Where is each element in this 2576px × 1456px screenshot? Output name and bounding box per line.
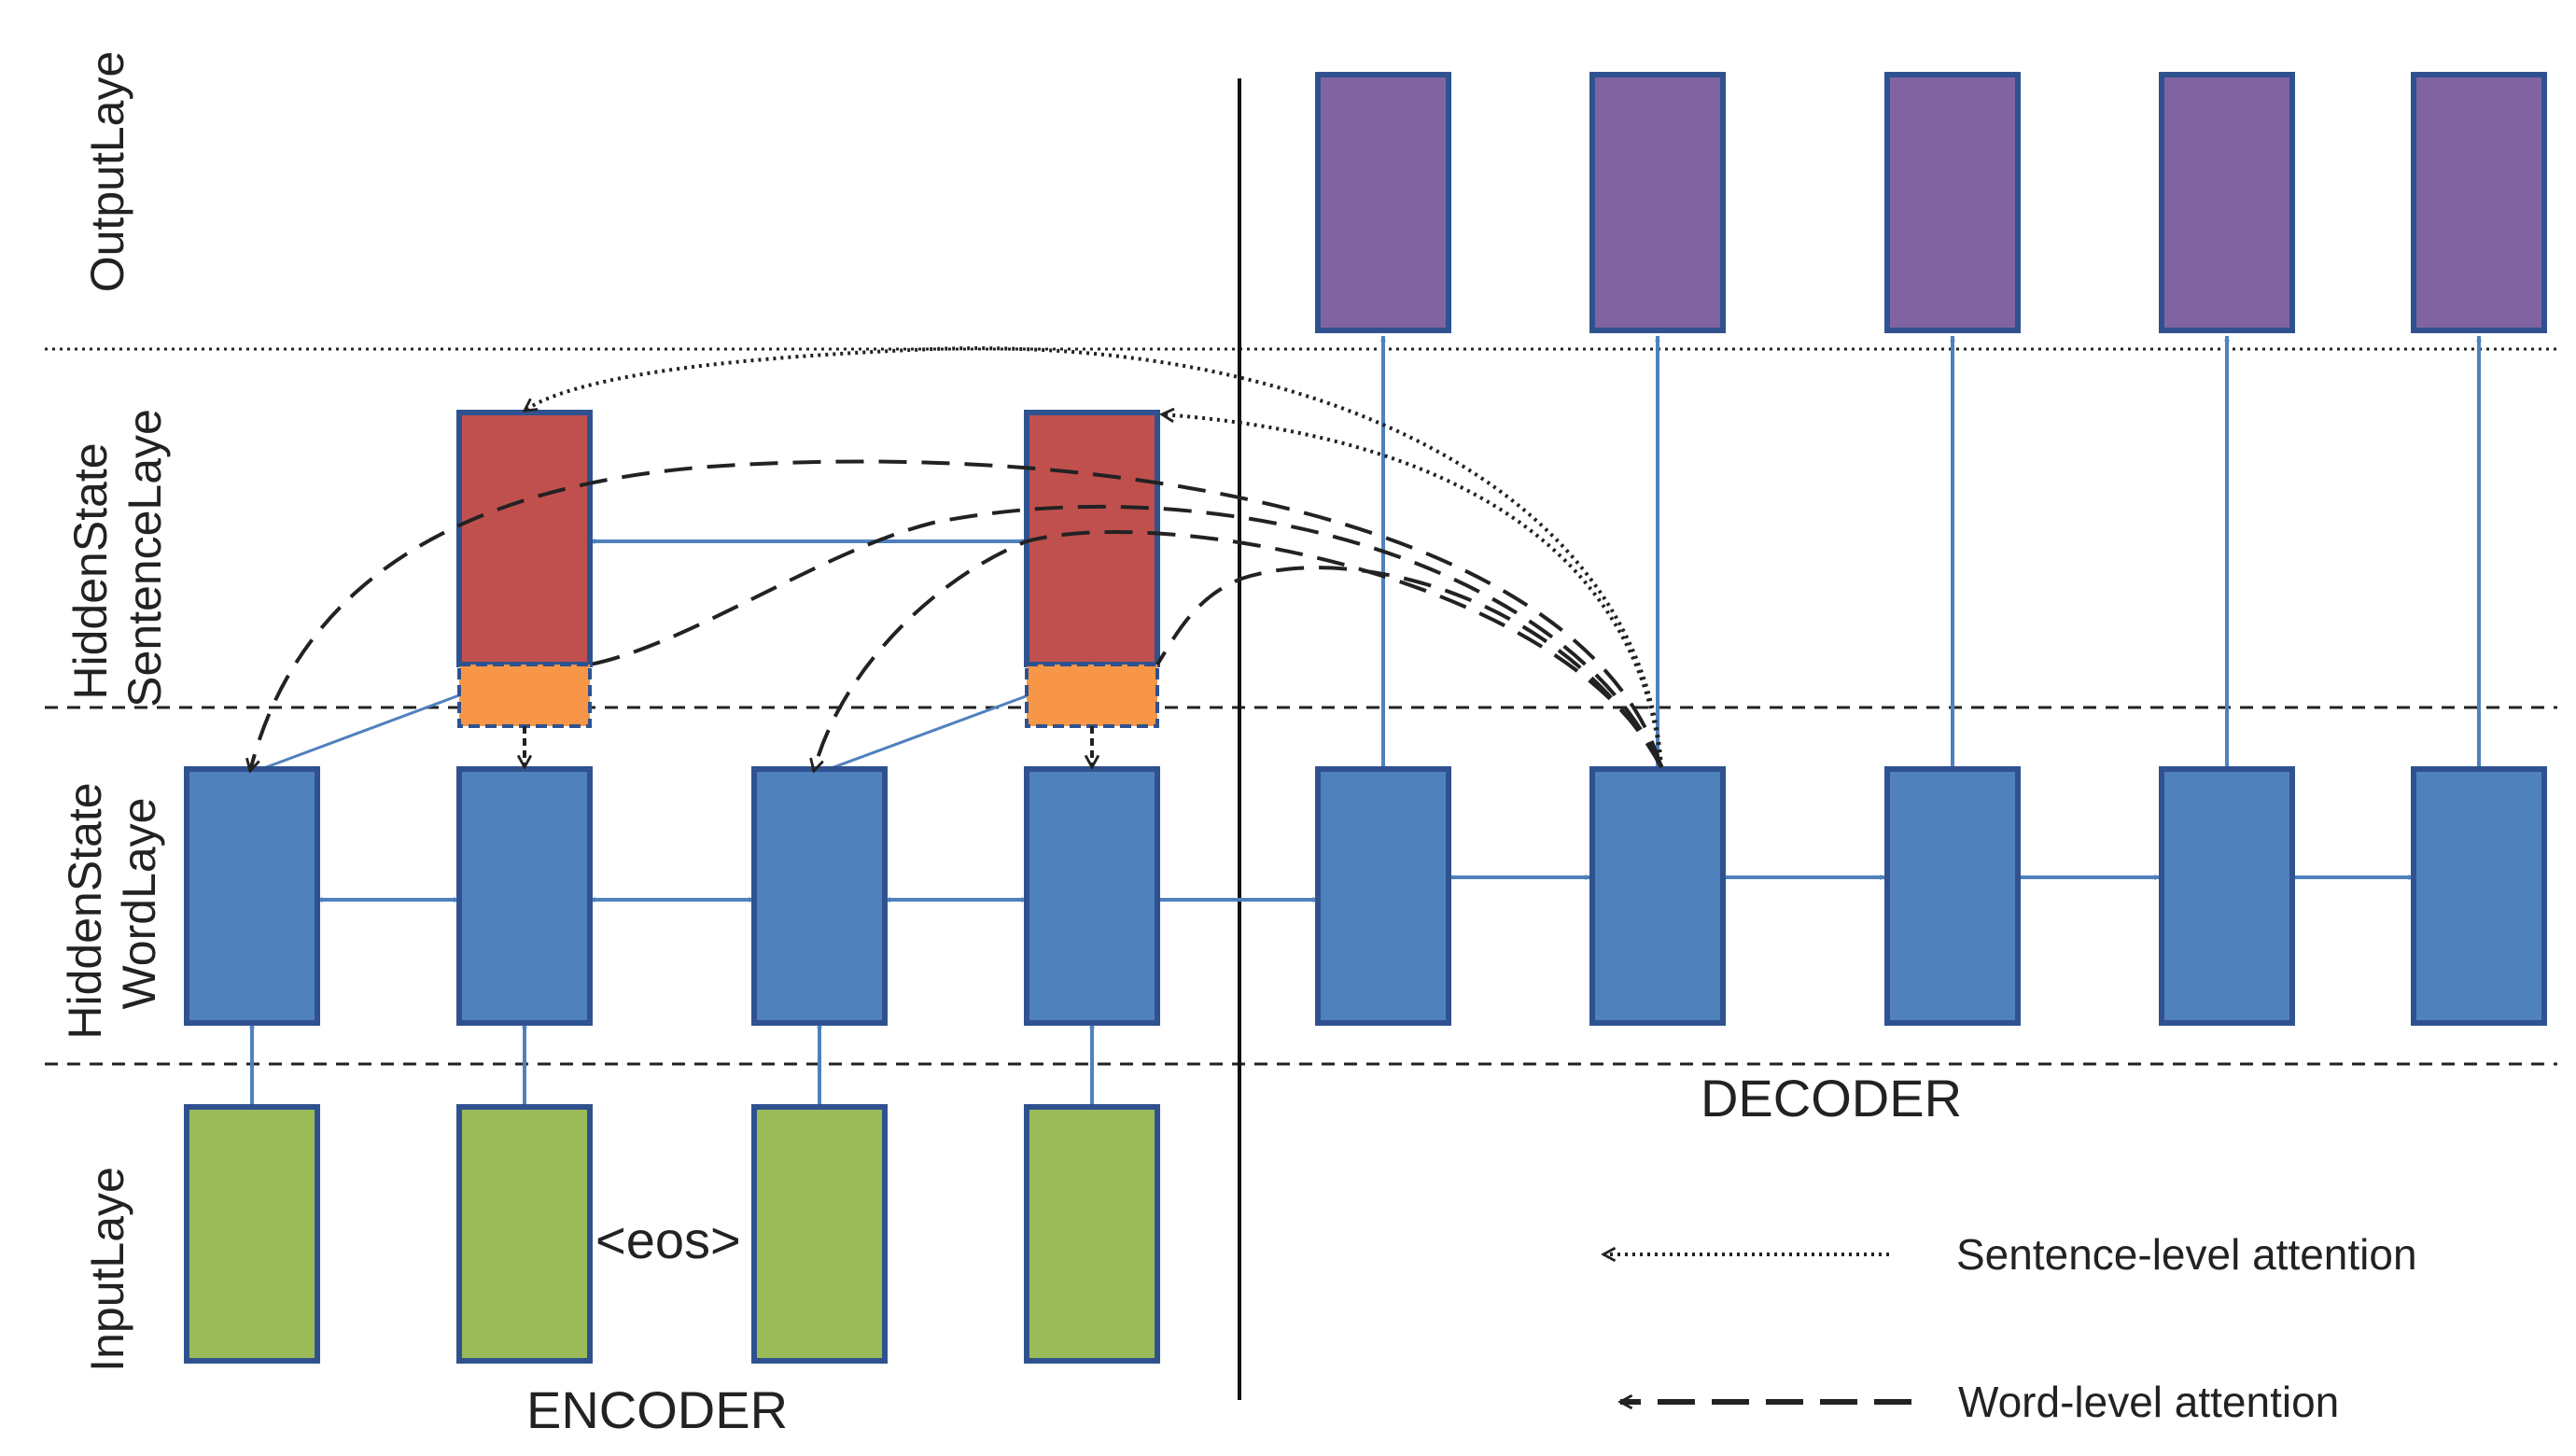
sentence-block-1 [456,410,593,667]
word-attention-curve-3 [814,530,1663,771]
decoder-word-block-3 [1884,766,2021,1026]
decoder-word-block-1 [1315,766,1451,1026]
row-label-sentence-2: SentenceLaye [119,409,171,707]
input-block-2 [456,1104,593,1364]
row-label-output: OutputLaye [81,51,133,293]
output-block-1 [1315,72,1451,333]
legend-word-label: Word-level attention [1958,1378,2339,1426]
encoder-word-block-3 [751,766,888,1026]
encoder-word-block-2 [456,766,593,1026]
sentence-block-2-bottom [1025,663,1159,728]
encoder-label: ENCODER [526,1380,788,1439]
input-block-3 [751,1104,888,1364]
word-attention-curve-1 [250,459,1663,771]
legend: Sentence-level attention Word-level atte… [1603,1230,2417,1426]
word-connections [249,335,2482,1107]
encoder-word-block-1 [184,766,320,1026]
output-block-4 [2159,72,2295,333]
sentence-block-2 [1024,410,1160,667]
word-to-sentence-link-1 [260,691,468,771]
encoder-word-block-4 [1024,766,1160,1026]
input-block-1 [184,1104,320,1364]
decoder-word-block-5 [2411,766,2547,1026]
legend-sentence-label: Sentence-level attention [1956,1230,2417,1279]
word-attention-curve-4 [1155,566,1663,768]
output-block-5 [2411,72,2547,333]
sentence-block-1-bottom [457,663,592,728]
word-attention-curve-2 [589,504,1663,768]
input-block-4 [1024,1104,1160,1364]
output-block-3 [1884,72,2021,333]
output-block-2 [1589,72,1726,333]
sentence-attention-curve-1 [525,346,1663,768]
row-label-sentence-1: HiddenState [64,442,117,699]
decoder-word-block-2 [1589,766,1726,1026]
row-label-input: InputLaye [81,1167,133,1372]
sentence-level-attention-curves [525,346,1663,768]
word-level-attention-curves [250,459,1663,771]
row-label-word-1: HiddenState [59,782,111,1039]
row-label-word-2: WordLaye [113,798,165,1010]
sentence-attention-curve-2 [1162,414,1663,768]
eos-label: <eos> [595,1211,741,1269]
decoder-word-block-4 [2159,766,2295,1026]
decoder-label: DECODER [1701,1069,1962,1127]
word-to-sentence-link-2 [828,691,1037,771]
